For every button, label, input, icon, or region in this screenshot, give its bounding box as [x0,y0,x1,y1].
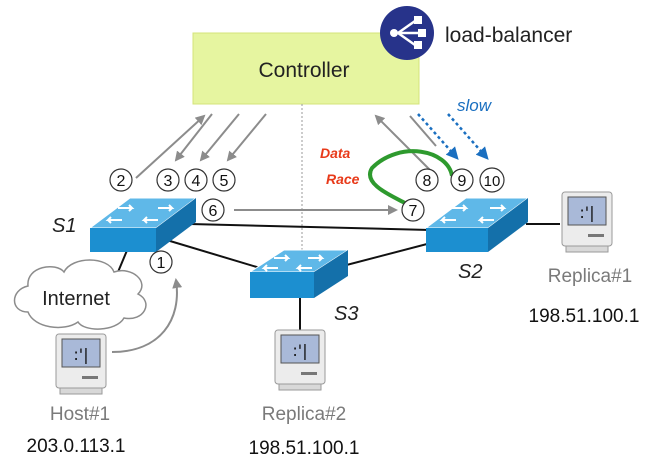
step-3: 3 [156,168,180,192]
step-8: 8 [415,168,439,192]
slow-arrows [417,113,489,160]
host1-ip: 203.0.113.1 [27,436,126,457]
host1-computer-icon: :'| [55,333,107,395]
switch-s1-icon [88,197,198,252]
switch-s2-icon [424,197,530,252]
svg-text::'|: :'| [292,341,307,360]
svg-text:9: 9 [458,173,467,190]
step-4: 4 [184,168,208,192]
replica2-ip: 198.51.100.1 [249,438,360,459]
step-2: 2 [109,168,133,192]
step-7: 7 [401,198,425,222]
svg-text::'|: :'| [579,203,594,222]
replica2-computer-icon: :'| [274,329,326,391]
step-1: 1 [149,250,173,274]
s1-controller-arrows [135,113,267,179]
svg-text:3: 3 [164,173,173,190]
step-9: 9 [450,168,474,192]
controller-box [192,32,420,105]
controller-label: Controller [258,59,349,82]
switch-s3-icon [248,249,350,298]
host1-name: Host#1 [50,404,110,425]
svg-text:2: 2 [117,173,126,190]
slow-label: slow [457,96,493,115]
svg-text:5: 5 [220,173,229,190]
step-6: 6 [201,198,225,222]
step-5: 5 [212,168,236,192]
replica1-computer-icon: :'| [561,191,613,253]
host1-to-s1-arrow [111,278,183,353]
svg-text:1: 1 [157,255,166,272]
switch-s2-label: S2 [458,261,482,283]
svg-text:8: 8 [423,173,432,190]
svg-text::'|: :'| [73,345,88,364]
svg-text:7: 7 [409,203,418,220]
load-balancer-label: load-balancer [445,24,572,47]
data-race-label-1: Data [320,145,351,161]
data-race-label-2: Race [326,171,360,187]
load-balancer-icon [380,6,434,60]
svg-text:4: 4 [192,173,201,190]
s2-controller-arrow [374,114,431,171]
replica2-name: Replica#2 [262,404,347,425]
s2-controller-arrow-2 [409,115,437,147]
internet-cloud: Internet [13,259,147,330]
step-10: 10 [479,167,505,193]
switch-s1-label: S1 [52,215,76,237]
replica1-ip: 198.51.100.1 [529,306,640,327]
svg-text:10: 10 [484,173,501,190]
internet-label: Internet [42,288,110,310]
replica1-name: Replica#1 [548,266,633,287]
svg-text:6: 6 [209,203,218,220]
switch-s3-label: S3 [334,303,358,325]
data-race-curve [368,149,454,205]
